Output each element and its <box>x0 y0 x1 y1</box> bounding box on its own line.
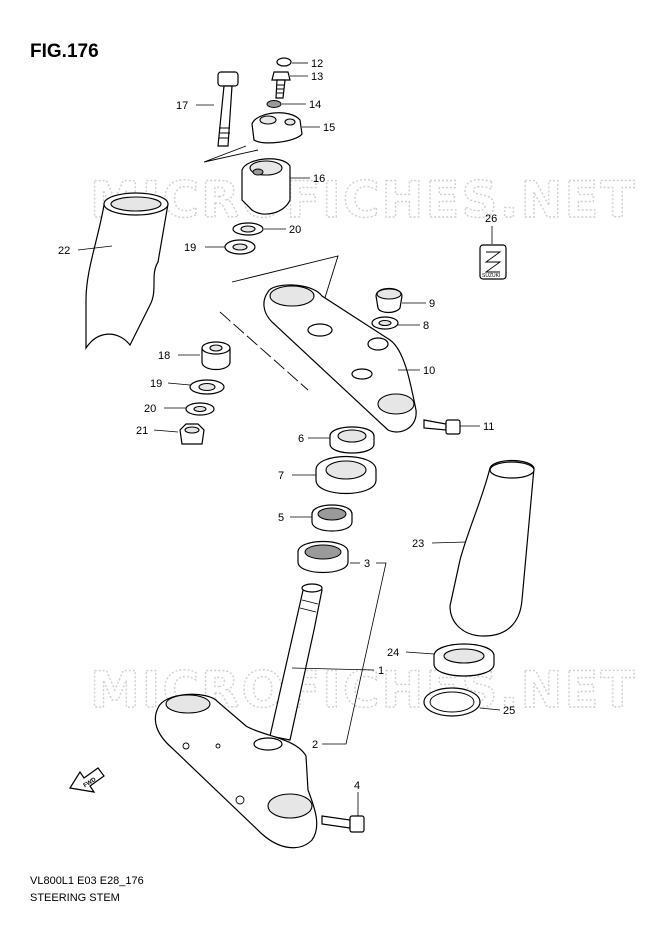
callout-18: 18 <box>158 350 170 362</box>
part-25-washer <box>423 687 481 717</box>
callout-4: 4 <box>354 780 360 792</box>
callout-20b: 20 <box>144 403 156 415</box>
part-1-steering-stem <box>269 583 323 741</box>
lower-bracket <box>154 693 318 849</box>
part-14-washer <box>266 100 282 108</box>
part-4-bolt <box>321 815 365 833</box>
callout-21: 21 <box>136 425 148 437</box>
part-3-bearing <box>297 541 349 573</box>
callout-3: 3 <box>364 558 370 570</box>
part-19-washer-upper <box>224 239 256 255</box>
part-24-ring-nut <box>433 643 495 677</box>
callout-10: 10 <box>423 365 435 377</box>
fwd-arrow: FWD <box>69 767 105 793</box>
part-17-bolt <box>217 71 239 147</box>
callout-6: 6 <box>298 433 304 445</box>
part-13-bolt <box>271 71 291 99</box>
callout-19a: 19 <box>184 242 196 254</box>
callout-2: 2 <box>312 739 318 751</box>
part-12-cap <box>276 57 292 67</box>
part-7-dust-seal <box>315 455 377 495</box>
callout-9: 9 <box>429 298 435 310</box>
callout-1: 1 <box>378 665 384 677</box>
callout-22: 22 <box>58 245 70 257</box>
part-20-washer-lower <box>185 402 215 416</box>
part-21-nut <box>179 423 205 445</box>
callout-19b: 19 <box>150 378 162 390</box>
part-18-bush <box>201 341 231 371</box>
part-15-clamp-upper <box>251 112 303 144</box>
callout-8: 8 <box>423 320 429 332</box>
part-23-fork-cover-right <box>449 459 535 637</box>
callout-15: 15 <box>323 122 335 134</box>
callout-26: 26 <box>485 213 497 225</box>
part-8-washer <box>371 316 399 330</box>
part-9-cap-nut <box>375 287 403 314</box>
callout-23: 23 <box>412 538 424 550</box>
figure-title: FIG.176 <box>30 41 99 62</box>
footer-model-line: VL800L1 E03 E28_176 <box>30 875 144 887</box>
leader-lines <box>77 62 501 816</box>
callout-14: 14 <box>309 99 321 111</box>
part-10-upper-bracket <box>263 284 417 433</box>
callout-12: 12 <box>311 58 323 70</box>
part-16-holder <box>241 158 291 215</box>
callouts: 12 13 14 15 16 17 20 19 22 26 9 8 10 18 … <box>58 58 515 792</box>
callout-17: 17 <box>176 100 188 112</box>
callout-16: 16 <box>313 173 325 185</box>
part-19-washer-lower <box>189 379 225 395</box>
callout-25: 25 <box>503 705 515 717</box>
part-11-bolt <box>423 419 461 435</box>
watermark-upper: MICROFICHES.NET <box>90 171 637 229</box>
callout-11: 11 <box>483 421 494 433</box>
footer-assembly-name: STEERING STEM <box>30 892 120 904</box>
part-26-emblem: SUZUKI <box>479 244 507 280</box>
callout-7: 7 <box>278 470 284 482</box>
part-5-bearing <box>311 504 353 532</box>
callout-24: 24 <box>387 647 399 659</box>
part-22-fork-cover-left <box>85 192 169 350</box>
part-20-washer-upper <box>232 222 264 236</box>
callout-13: 13 <box>311 71 323 83</box>
part-6-stem-nut <box>329 426 375 454</box>
callout-5: 5 <box>278 512 284 524</box>
callout-20a: 20 <box>289 224 301 236</box>
emblem-text: SUZUKI <box>482 273 500 279</box>
